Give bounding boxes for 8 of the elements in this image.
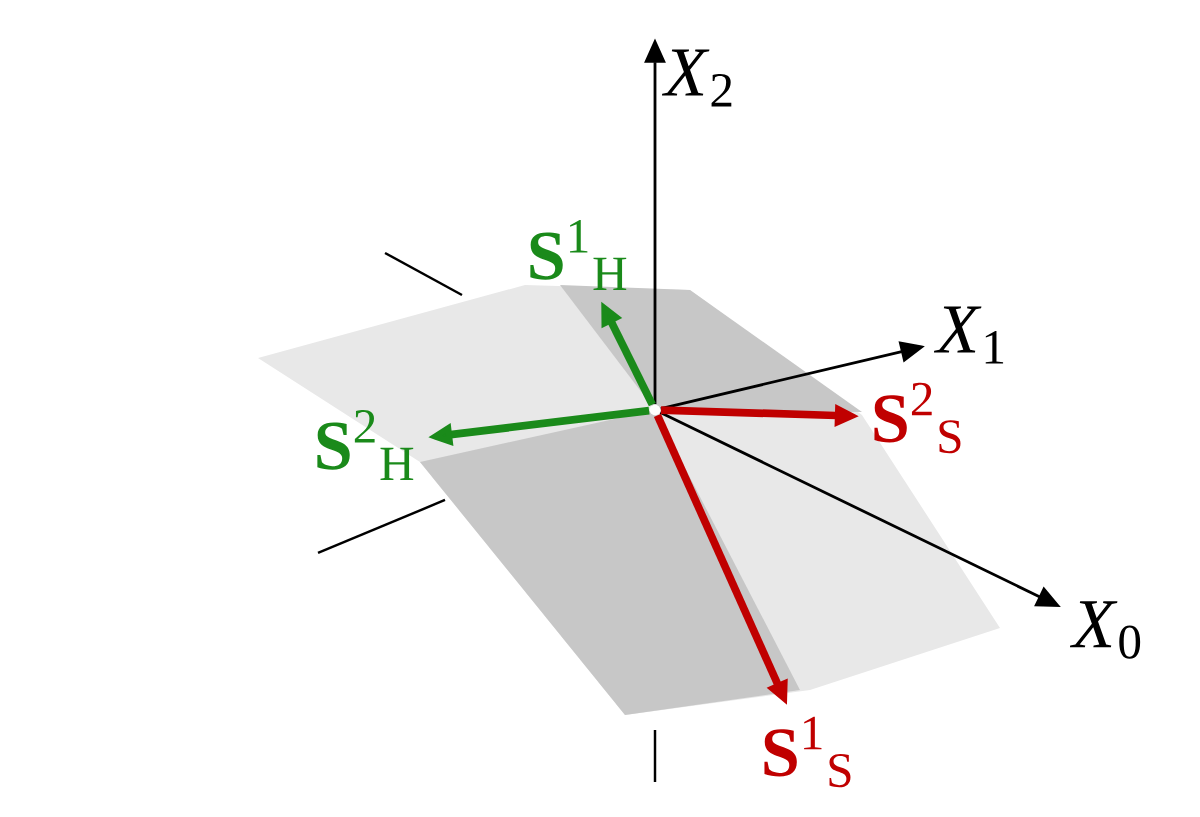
axis-label: S$^{2}$S <box>874 382 961 454</box>
axis-label: S$^{1}$H <box>530 220 627 290</box>
axis-label: X$_{2}$ <box>661 49 732 107</box>
axis-label: X$_{0}$ <box>1069 601 1141 659</box>
origin-point <box>649 404 661 416</box>
axis-label: S$^{1}$S <box>764 716 851 788</box>
axis-label: X$_{1}$ <box>933 306 1004 364</box>
axis-label: S$^{2}$H <box>317 410 414 480</box>
